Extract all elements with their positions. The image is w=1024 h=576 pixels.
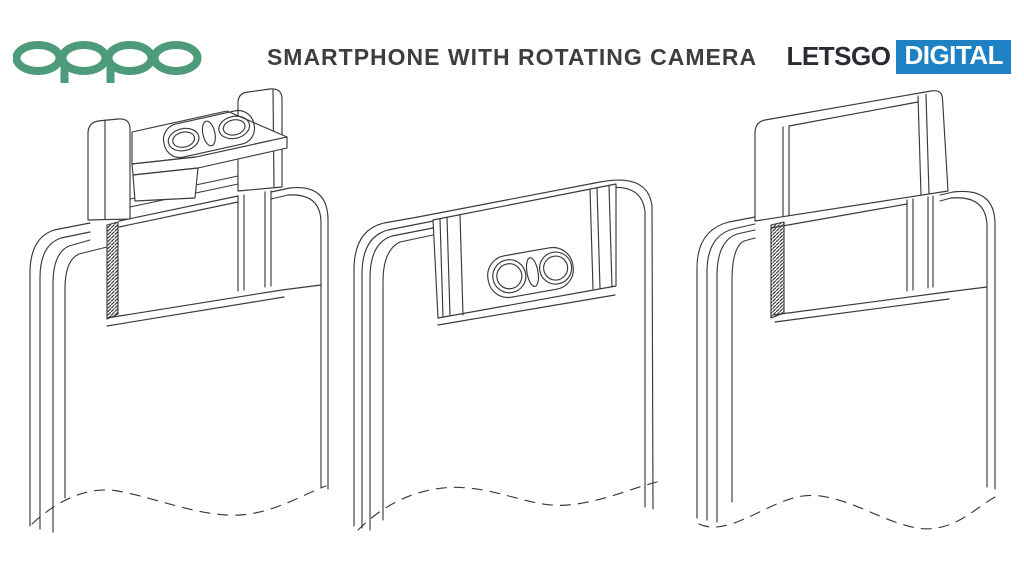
hatch-strip (770, 221, 785, 319)
flash-pill (201, 120, 216, 147)
camera-plate (487, 246, 574, 299)
letsgodigital-logo: LETSGO DIGITAL (787, 40, 1011, 74)
popup-slot-cavity (770, 195, 988, 323)
letsgodigital-text-blue-box: DIGITAL (896, 40, 1011, 74)
camera-lens (167, 127, 200, 152)
letsgodigital-text-dark: LETSGO (786, 41, 891, 71)
break-line (698, 494, 1000, 530)
camera-plate (162, 109, 256, 159)
hatch-strip (106, 221, 119, 320)
break-line (31, 485, 327, 525)
flash-pill (525, 257, 540, 288)
phone-body (696, 190, 996, 523)
figure-popup-panel-raised (696, 90, 1000, 530)
popup-slot-cavity (106, 190, 322, 327)
raised-popup-module (754, 90, 949, 222)
phone-body (29, 187, 329, 533)
figure-camera-flush (353, 179, 658, 531)
camera-lens (218, 115, 251, 140)
oppo-letters (13, 41, 202, 83)
break-line (357, 481, 658, 531)
camera-lens (492, 259, 527, 294)
figure-popup-camera-up (29, 88, 329, 533)
camera-module-panel (432, 183, 617, 326)
page-title: SMARTPHONE WITH ROTATING CAMERA (266, 44, 758, 70)
rotating-camera-module (131, 109, 288, 202)
oppo-logo (13, 41, 202, 83)
camera-lens (539, 251, 573, 285)
